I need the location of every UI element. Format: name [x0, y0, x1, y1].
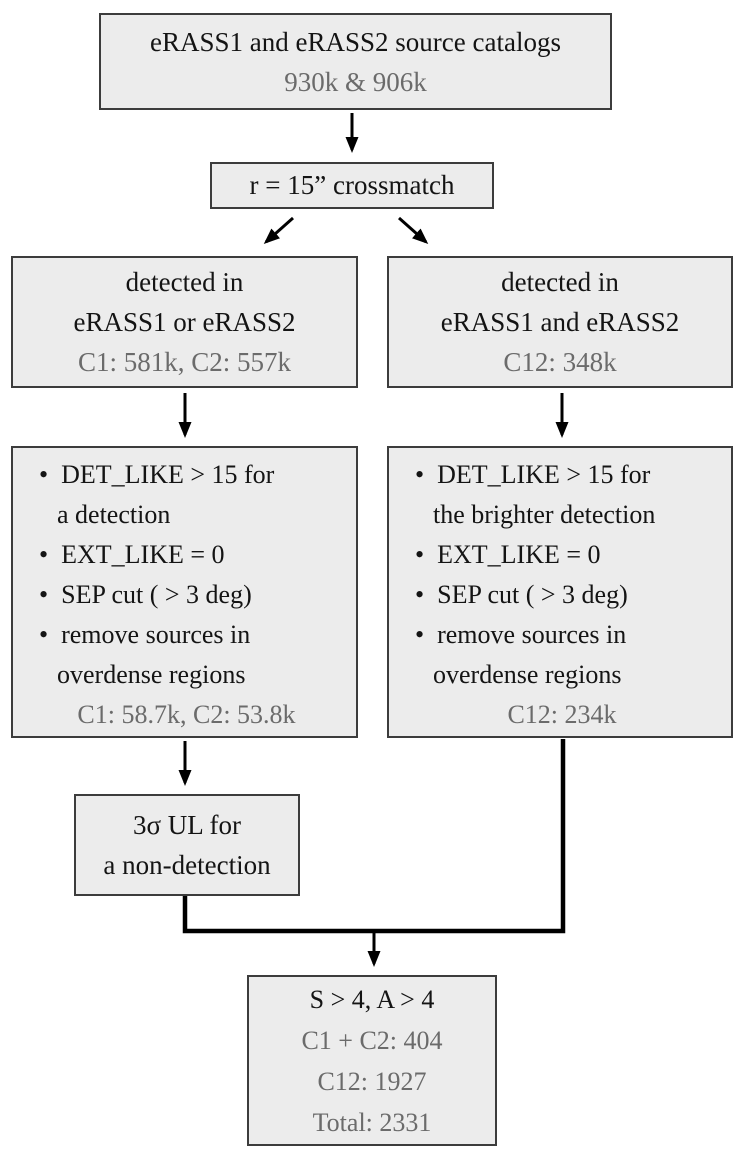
detected-or-line1: detected in [125, 267, 244, 297]
box-final-sample: S > 4, A > 4 C1 + C2: 404 C12: 1927 Tota… [247, 975, 497, 1146]
upper-limit-line2: a non-detection [103, 850, 271, 880]
bullet-item: remove sources in overdense regions [25, 615, 348, 695]
box-source-catalogs: eRASS1 and eRASS2 source catalogs 930k &… [99, 13, 612, 110]
bullet-item: EXT_LIKE = 0 [25, 535, 348, 575]
detected-or-counts: C1: 581k, C2: 557k [77, 347, 292, 377]
bullet-item: SEP cut ( > 3 deg) [401, 575, 723, 615]
box-detected-and: detected in eRASS1 and eRASS2 C12: 348k [387, 256, 733, 388]
detected-and-counts: C12: 348k [503, 347, 617, 377]
box-filters-or: DET_LIKE > 15 for a detection EXT_LIKE =… [11, 446, 358, 738]
final-sample-count-c1c2: C1 + C2: 404 [301, 1025, 443, 1055]
arrow-crossmatch-to-detected-or [263, 216, 294, 244]
detected-and-line1: detected in [501, 267, 619, 297]
final-sample-count-total: Total: 2331 [312, 1107, 432, 1137]
box-upper-limit: 3σ UL for a non-detection [74, 794, 300, 896]
detected-and-line2: eRASS1 and eRASS2 [440, 307, 680, 337]
final-sample-title: S > 4, A > 4 [309, 984, 435, 1014]
arrow-crossmatch-to-detected-and [398, 216, 429, 244]
filters-and-counts: C12: 234k [507, 700, 617, 729]
bullet-item: SEP cut ( > 3 deg) [25, 575, 348, 615]
source-catalogs-title: eRASS1 and eRASS2 source catalogs [150, 26, 561, 57]
source-catalogs-counts: 930k & 906k [284, 66, 427, 97]
box-filters-and: DET_LIKE > 15 for the brighter detection… [387, 446, 733, 738]
detected-or-line2: eRASS1 or eRASS2 [73, 307, 296, 337]
box-crossmatch: r = 15” crossmatch [210, 162, 494, 209]
bullet-item: DET_LIKE > 15 for the brighter detection [401, 455, 723, 535]
bullet-item: EXT_LIKE = 0 [401, 535, 723, 575]
box-detected-or: detected in eRASS1 or eRASS2 C1: 581k, C… [11, 256, 358, 388]
bullet-item: DET_LIKE > 15 for a detection [25, 455, 348, 535]
crossmatch-label: r = 15” crossmatch [249, 170, 455, 200]
final-sample-count-c12: C12: 1927 [317, 1066, 427, 1096]
upper-limit-line1: 3σ UL for [132, 810, 242, 840]
bullet-item: remove sources in overdense regions [401, 615, 723, 695]
filters-or-counts: C1: 58.7k, C2: 53.8k [77, 700, 296, 729]
